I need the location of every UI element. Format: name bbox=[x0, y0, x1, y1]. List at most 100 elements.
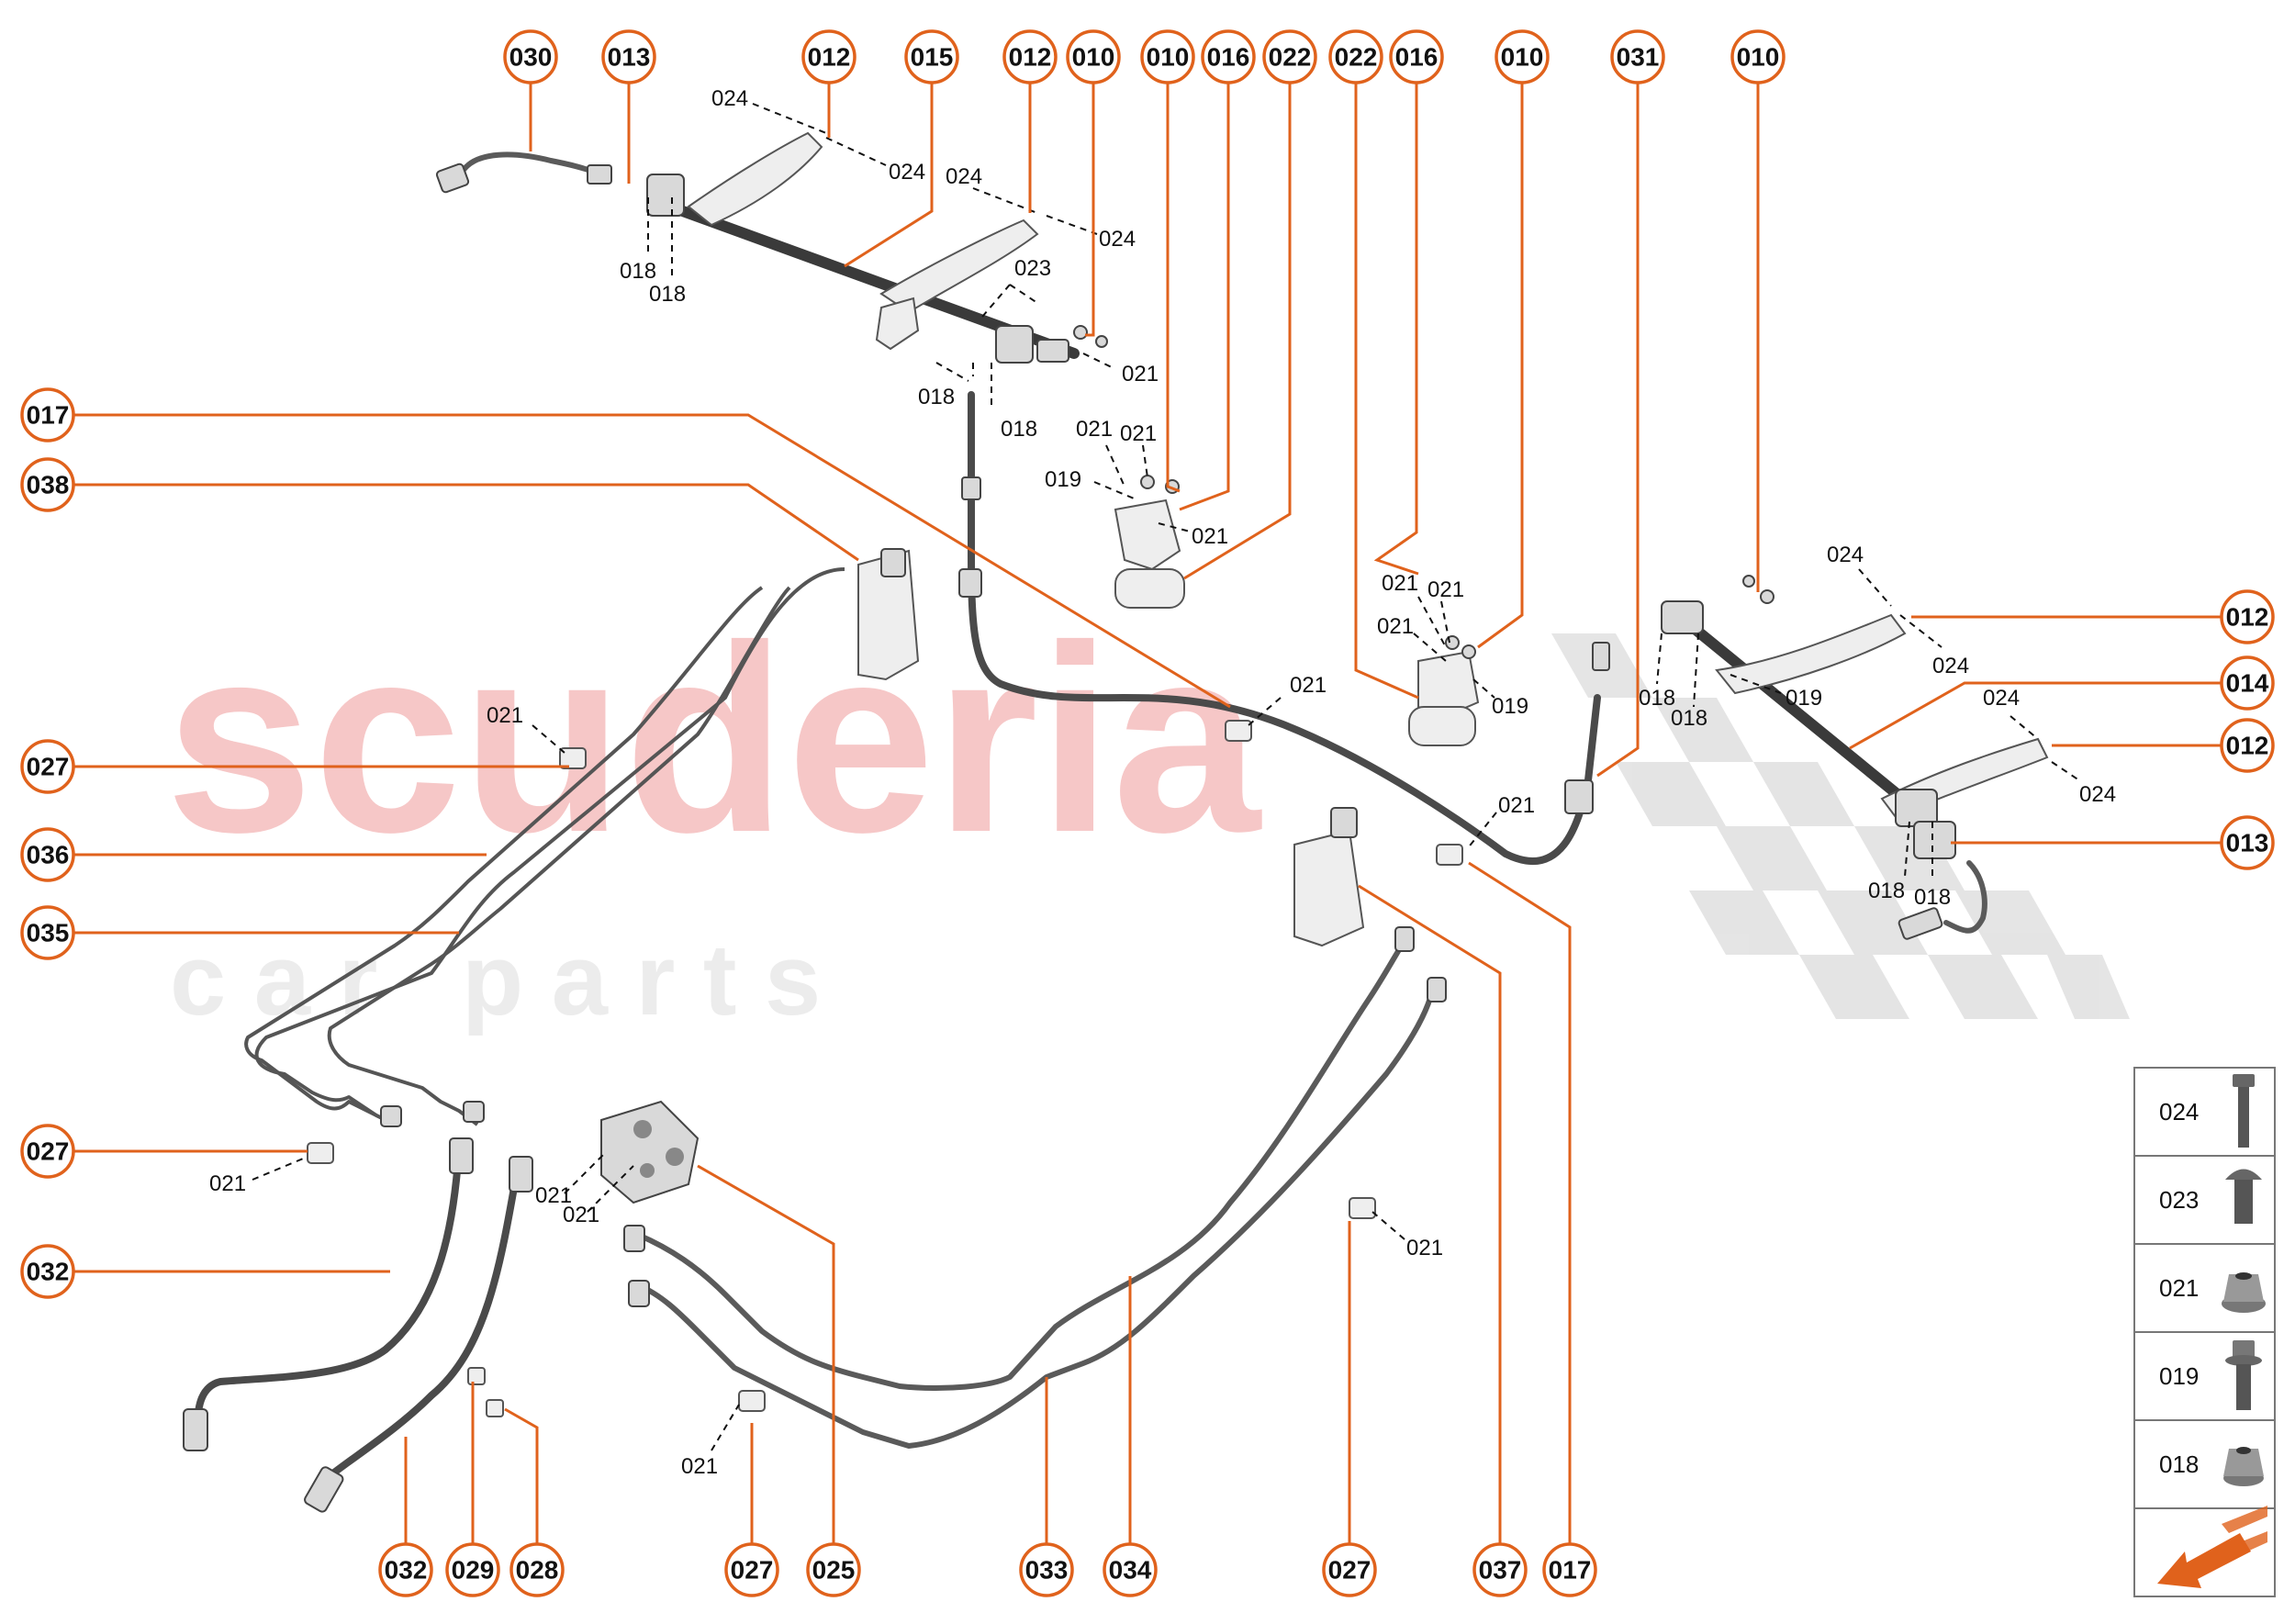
callout[interactable]: 016 bbox=[1389, 29, 1444, 84]
callout[interactable]: 025 bbox=[806, 1542, 861, 1597]
callout[interactable]: 013 bbox=[2220, 815, 2275, 870]
part-label: 024 bbox=[711, 86, 748, 111]
callout-number: 010 bbox=[1147, 43, 1190, 72]
callout[interactable]: 036 bbox=[20, 827, 75, 882]
callout[interactable]: 016 bbox=[1201, 29, 1256, 84]
part-label: 021 bbox=[487, 703, 523, 728]
part-label: 018 bbox=[1914, 885, 1951, 910]
direction-arrow-icon bbox=[2157, 1506, 2267, 1588]
callout[interactable]: 012 bbox=[1002, 29, 1058, 84]
callout[interactable]: 015 bbox=[904, 29, 959, 84]
callout-number: 030 bbox=[509, 43, 553, 72]
part-label: 021 bbox=[1406, 1236, 1443, 1260]
callout-number: 027 bbox=[1328, 1556, 1371, 1585]
callout-number: 013 bbox=[2226, 829, 2269, 857]
callout-number: 014 bbox=[2226, 669, 2269, 698]
callout[interactable]: 010 bbox=[1140, 29, 1195, 84]
callout[interactable]: 017 bbox=[1542, 1542, 1597, 1597]
flange-bolt-icon bbox=[2225, 1340, 2262, 1410]
callout[interactable]: 010 bbox=[1730, 29, 1786, 84]
long-bolt-icon bbox=[2233, 1074, 2255, 1148]
part-label: 021 bbox=[1377, 614, 1414, 639]
callout[interactable]: 032 bbox=[378, 1542, 433, 1597]
legend-code: 018 bbox=[2159, 1450, 2199, 1478]
nut-icon bbox=[2223, 1447, 2264, 1486]
part-label: 024 bbox=[946, 164, 982, 189]
callout[interactable]: 022 bbox=[1262, 29, 1317, 84]
watermark-subtitle: c a r p a r t s bbox=[170, 924, 821, 1036]
callouts-top: 030 013 012 015 012 010 010 016 022 022 … bbox=[503, 29, 1786, 84]
callout[interactable]: 035 bbox=[20, 905, 75, 960]
callout-number: 031 bbox=[1617, 43, 1660, 72]
part-label: 018 bbox=[918, 385, 955, 409]
callout-number: 027 bbox=[731, 1556, 774, 1585]
callout[interactable]: 012 bbox=[801, 29, 856, 84]
callout-number: 010 bbox=[1072, 43, 1115, 72]
callout-leaders bbox=[73, 81, 2226, 1547]
callout-number: 029 bbox=[452, 1556, 495, 1585]
callout-number: 010 bbox=[1737, 43, 1780, 72]
part-label: 023 bbox=[1014, 256, 1051, 281]
legend-code: 021 bbox=[2159, 1274, 2199, 1302]
callout-number: 012 bbox=[2226, 732, 2269, 760]
part-label: 021 bbox=[1076, 417, 1113, 442]
part-label: 024 bbox=[1983, 686, 2020, 711]
part-label: 021 bbox=[209, 1171, 246, 1196]
callout[interactable]: 027 bbox=[20, 1124, 75, 1179]
callout[interactable]: 013 bbox=[601, 29, 656, 84]
callout[interactable]: 022 bbox=[1328, 29, 1383, 84]
callout[interactable]: 012 bbox=[2220, 589, 2275, 644]
callouts-bottom: 032 029 028 027 025 033 034 027 037 017 bbox=[378, 1542, 1597, 1597]
part-label: 024 bbox=[1099, 227, 1136, 252]
callout[interactable]: 029 bbox=[445, 1542, 500, 1597]
callout[interactable]: 028 bbox=[509, 1542, 565, 1597]
callouts-left: 017 038 027 036 035 027 032 bbox=[20, 387, 75, 1299]
callout[interactable]: 010 bbox=[1495, 29, 1550, 84]
part-label: 021 bbox=[1498, 793, 1535, 818]
callout-number: 038 bbox=[27, 471, 70, 499]
part-label: 024 bbox=[1827, 543, 1864, 567]
part-label: 018 bbox=[620, 259, 656, 284]
callout[interactable]: 010 bbox=[1066, 29, 1121, 84]
part-label: 021 bbox=[535, 1183, 572, 1208]
callout-number: 028 bbox=[516, 1556, 559, 1585]
part-label: 021 bbox=[681, 1454, 718, 1479]
callout[interactable]: 034 bbox=[1103, 1542, 1158, 1597]
callout[interactable]: 012 bbox=[2220, 718, 2275, 773]
callout[interactable]: 017 bbox=[20, 387, 75, 442]
part-label: 024 bbox=[1932, 654, 1969, 678]
callout[interactable]: 014 bbox=[2220, 655, 2275, 711]
part-labels: 024 024 024 024 018 018 023 021 018 018 … bbox=[209, 86, 2116, 1479]
callout[interactable]: 033 bbox=[1019, 1542, 1074, 1597]
callout-number: 017 bbox=[27, 401, 70, 430]
callout-number: 016 bbox=[1207, 43, 1250, 72]
part-label: 024 bbox=[889, 160, 925, 185]
callout-number: 012 bbox=[2226, 603, 2269, 632]
callout[interactable]: 037 bbox=[1472, 1542, 1528, 1597]
callout[interactable]: 038 bbox=[20, 457, 75, 512]
callout-number: 012 bbox=[1009, 43, 1052, 72]
flange-nut-icon bbox=[2222, 1272, 2266, 1313]
fastener-legend: 024 023 021 019 018 bbox=[2133, 1067, 2276, 1597]
callout[interactable]: 031 bbox=[1610, 29, 1665, 84]
parts-art bbox=[183, 131, 2049, 1513]
callout-number: 033 bbox=[1025, 1556, 1069, 1585]
callout-number: 036 bbox=[27, 841, 70, 869]
callout-number: 035 bbox=[27, 919, 70, 947]
callout-number: 034 bbox=[1109, 1556, 1152, 1585]
part-label: 021 bbox=[1122, 362, 1159, 386]
callout-number: 027 bbox=[27, 1137, 70, 1166]
part-label: 024 bbox=[2079, 782, 2116, 807]
callout[interactable]: 030 bbox=[503, 29, 558, 84]
callout-number: 022 bbox=[1335, 43, 1378, 72]
callout[interactable]: 027 bbox=[20, 739, 75, 794]
part-label: 018 bbox=[1639, 686, 1675, 711]
callout-number: 017 bbox=[1549, 1556, 1592, 1585]
callout[interactable]: 027 bbox=[1322, 1542, 1377, 1597]
part-label: 021 bbox=[1120, 421, 1157, 446]
callout[interactable]: 032 bbox=[20, 1244, 75, 1299]
callout[interactable]: 027 bbox=[724, 1542, 779, 1597]
part-label: 018 bbox=[1868, 879, 1905, 903]
part-label: 021 bbox=[1427, 577, 1464, 602]
part-label: 018 bbox=[1001, 417, 1037, 442]
